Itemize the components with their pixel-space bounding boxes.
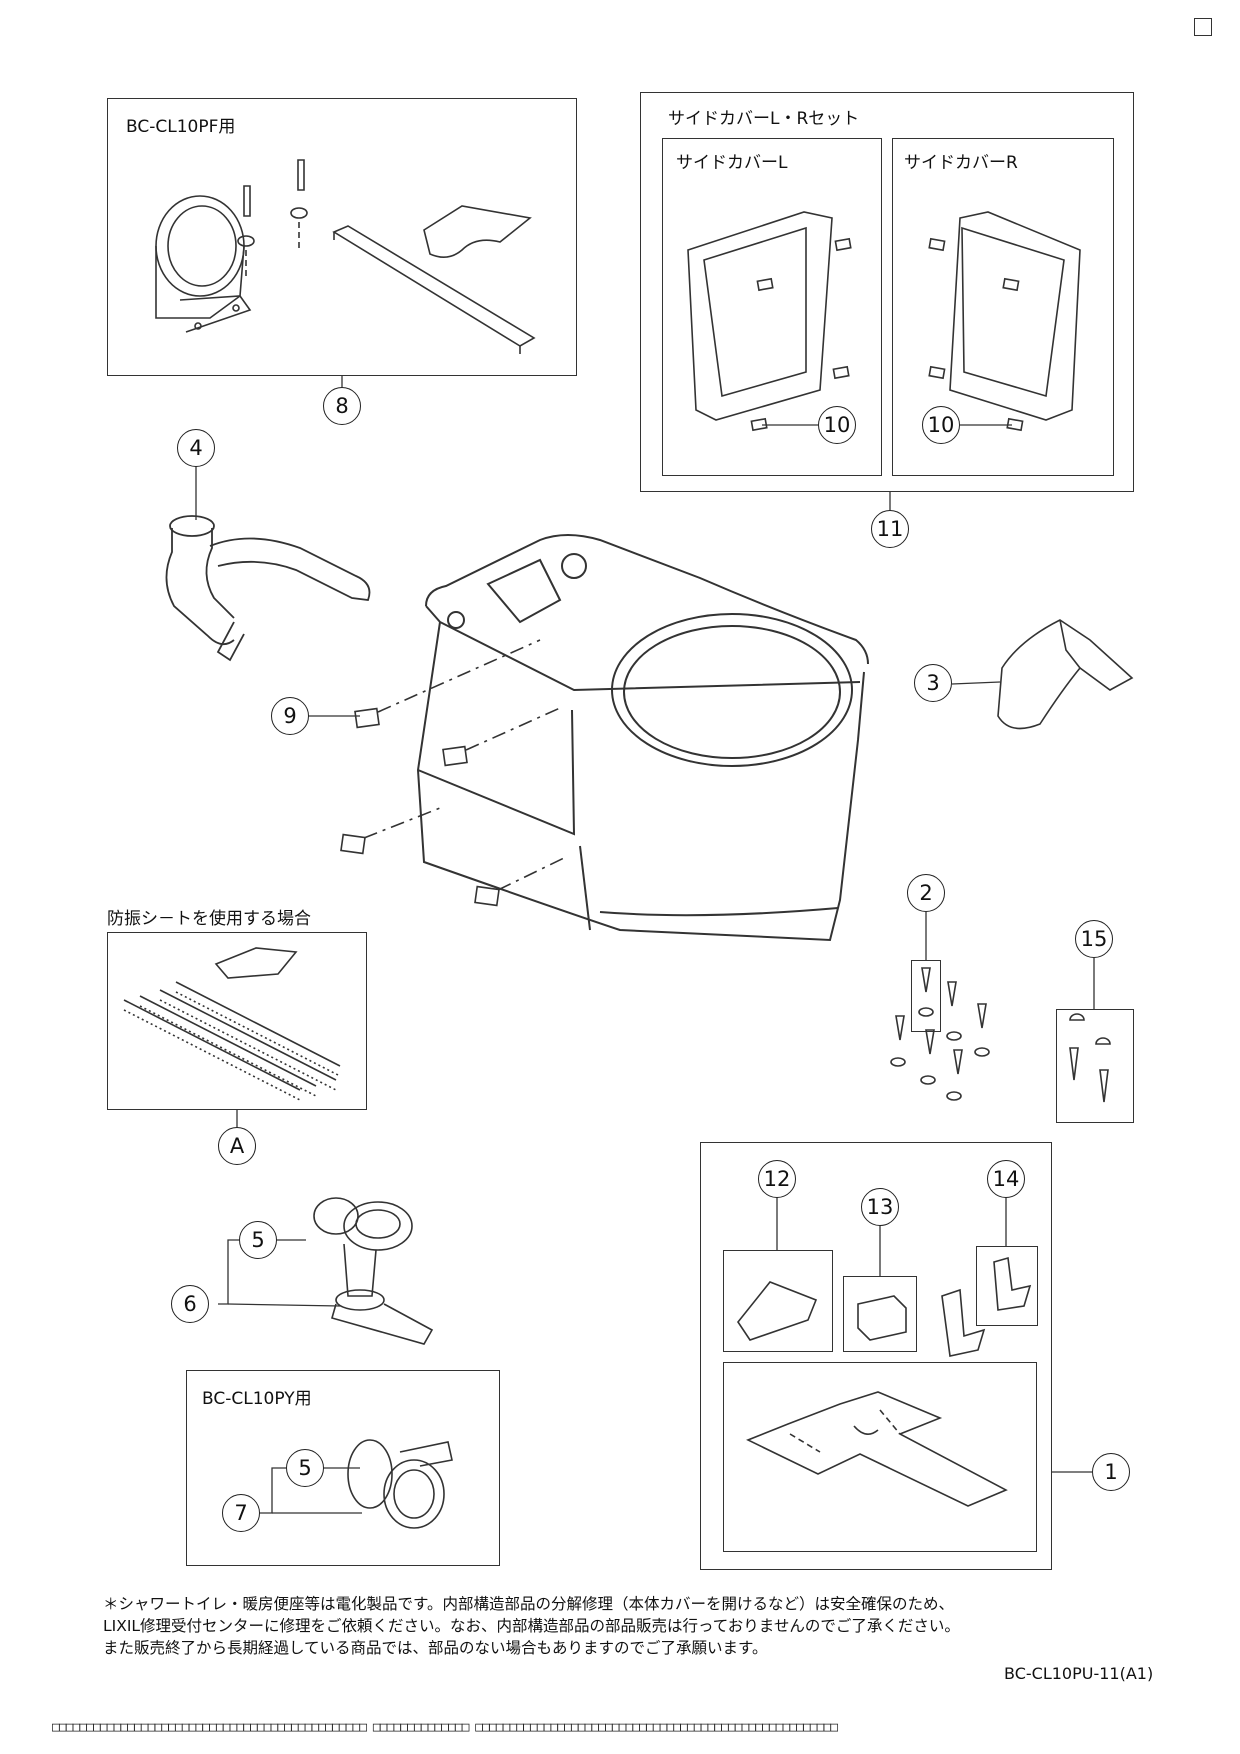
box-side-cover-l xyxy=(662,138,882,476)
callout-1: 1 xyxy=(1092,1453,1130,1491)
label-bc-cl10pf: BC-CL10PF用 xyxy=(126,117,236,137)
side-cover-r-drawing xyxy=(928,211,1081,432)
toilet-body xyxy=(416,534,869,942)
part-8-plate xyxy=(423,205,532,258)
box-part-13 xyxy=(843,1276,917,1352)
note-line-3: また販売終了から長期経過している商品では、部品のない場合もありますのでご了承願い… xyxy=(103,1639,768,1657)
callout-9: 9 xyxy=(271,697,309,735)
part-15-screws xyxy=(1069,1013,1111,1103)
document-id: BC-CL10PU-11(A1) xyxy=(1004,1664,1154,1683)
label-bc-cl10py: BC-CL10PY用 xyxy=(202,1389,312,1409)
box-bc-cl10py xyxy=(186,1370,500,1566)
box-side-cover-set xyxy=(640,92,1134,492)
part-13-block xyxy=(857,1295,907,1341)
callout-11: 11 xyxy=(871,510,909,548)
box-anti-vibration xyxy=(107,932,367,1110)
callout-4: 4 xyxy=(177,429,215,467)
label-side-cover-set: サイドカバーL・Rセット xyxy=(668,109,860,129)
note-line-2: LIXIL修理受付センターに修理をご依頼ください。なお、内部構造部品の部品販売は… xyxy=(103,1617,960,1635)
box-part-12 xyxy=(723,1250,833,1352)
box-bc-cl10pf xyxy=(107,98,577,376)
part-a-sheets xyxy=(123,947,341,1101)
label-side-cover-l: サイドカバーL xyxy=(676,153,788,173)
part-3-bracket xyxy=(997,619,1134,730)
callout-a: A xyxy=(218,1127,256,1165)
part-14-bracket xyxy=(941,1256,1032,1357)
callout-6: 6 xyxy=(171,1285,209,1323)
leader-lines xyxy=(195,376,1095,1514)
corner-checkbox xyxy=(1194,18,1212,36)
box-part-1-set xyxy=(700,1142,1052,1570)
part-5-6-fitting xyxy=(313,1197,434,1345)
callout-13: 13 xyxy=(861,1188,899,1226)
part-2-screws xyxy=(890,967,990,1101)
part-8-bracket xyxy=(155,159,308,333)
footer-glyphs: □□□□□□□□□□□□□□□□□□□□□□□□□□□□□□□□□□□□□□□□… xyxy=(52,1720,838,1735)
callout-10-left: 10 xyxy=(818,406,856,444)
callout-12: 12 xyxy=(758,1160,796,1198)
callout-10-right: 10 xyxy=(922,406,960,444)
part-4-hose xyxy=(165,515,371,662)
callout-14: 14 xyxy=(987,1160,1025,1198)
note-line-1: ＊シャワートイレ・暖房便座等は電化製品です。内部構造部品の分解修理（本体カバーを… xyxy=(103,1595,954,1613)
side-cover-l-drawing xyxy=(687,211,852,432)
callout-7: 7 xyxy=(222,1494,260,1532)
callout-8: 8 xyxy=(323,387,361,425)
callout-5-bottom: 5 xyxy=(286,1449,324,1487)
box-part-1-sheet xyxy=(723,1362,1037,1552)
callout-3: 3 xyxy=(914,664,952,702)
part-5-7-fitting xyxy=(347,1439,453,1529)
label-side-cover-r: サイドカバーR xyxy=(904,153,1018,173)
box-part-15 xyxy=(1056,1009,1134,1123)
part-8-bar xyxy=(332,225,536,354)
box-part-14 xyxy=(976,1246,1038,1326)
label-anti-vibration: 防振シ－トを使用する場合 xyxy=(107,909,311,929)
part-9-pads xyxy=(340,639,565,907)
callout-5-top: 5 xyxy=(239,1221,277,1259)
callout-15: 15 xyxy=(1075,920,1113,958)
part-1-sheet-drawing xyxy=(746,1391,1008,1507)
callout-2: 2 xyxy=(907,874,945,912)
part-12-bracket xyxy=(737,1281,818,1341)
box-side-cover-r xyxy=(892,138,1114,476)
